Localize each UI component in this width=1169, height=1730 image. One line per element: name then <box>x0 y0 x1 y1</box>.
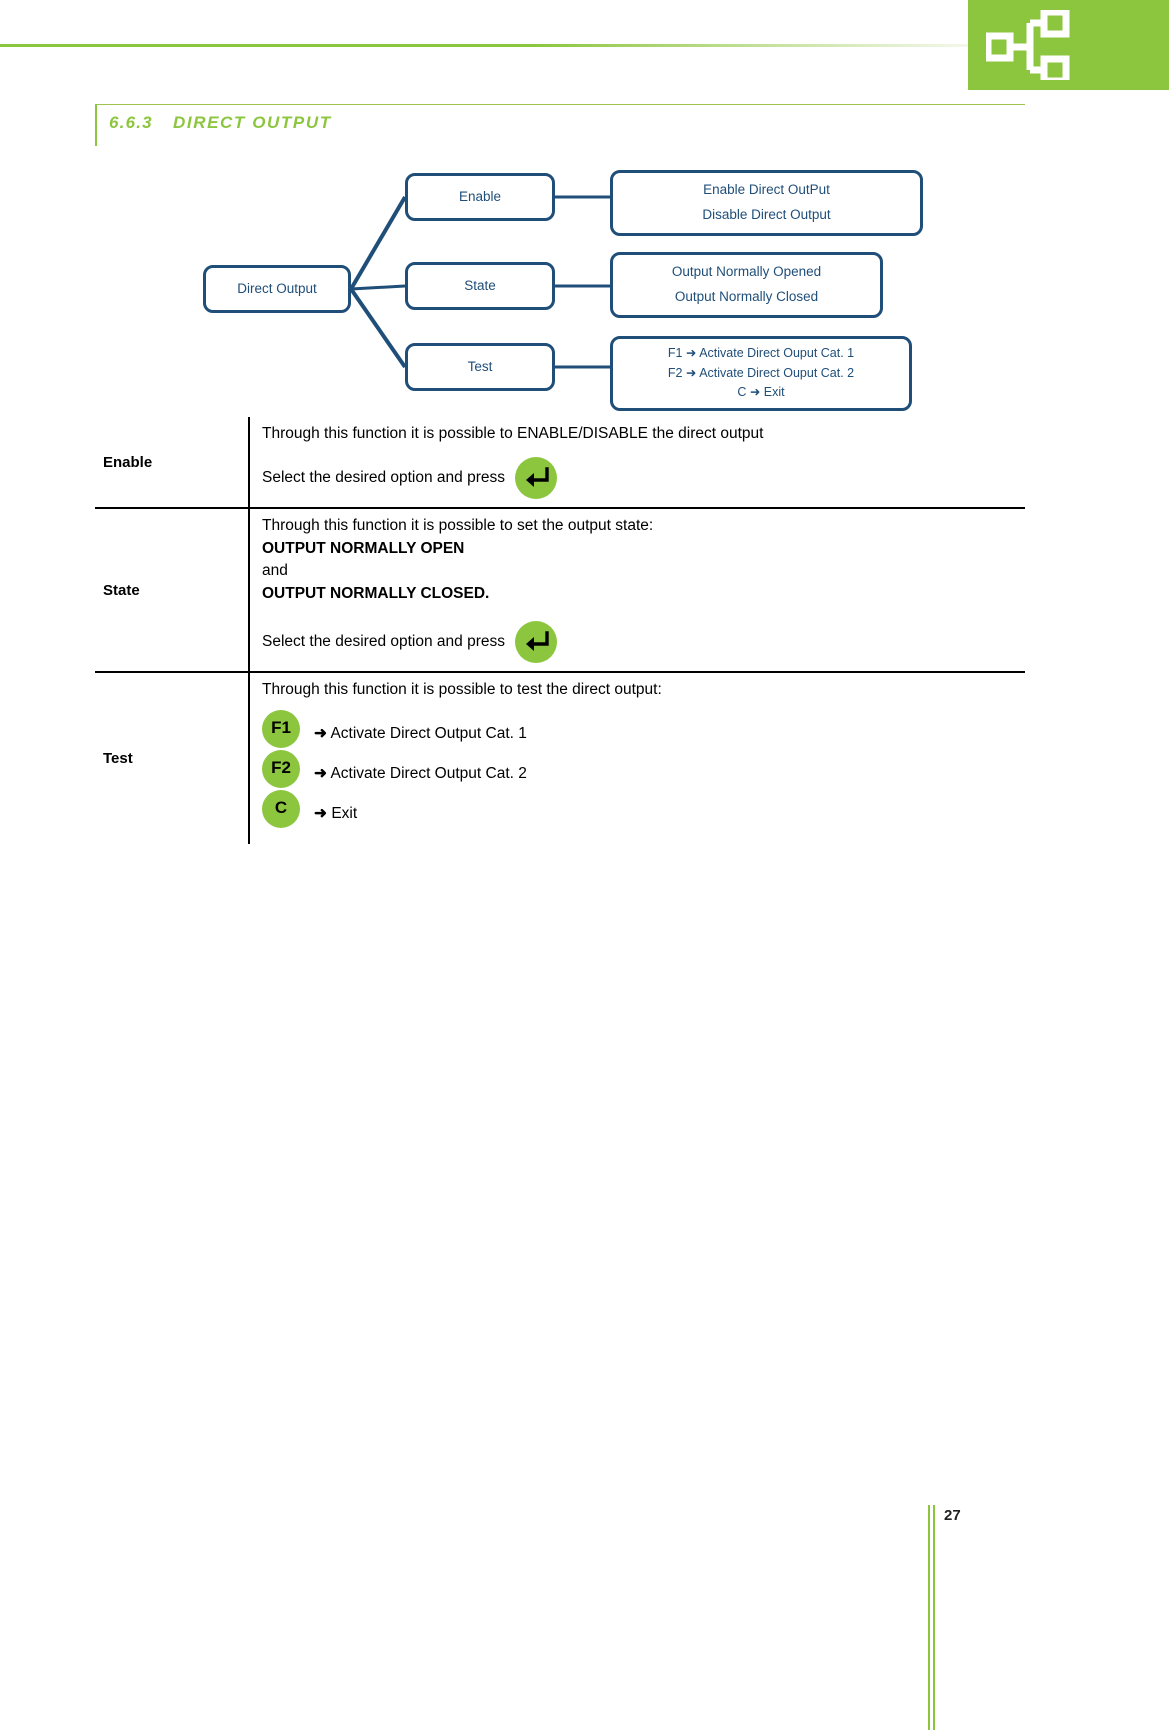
row-body-test: Through this function it is possible to … <box>248 673 1025 844</box>
c-action: ➜ Exit <box>314 803 357 827</box>
diagram-node-state-label: State <box>464 277 496 293</box>
heading-divider <box>95 104 1025 105</box>
test-key-row: F2 ➜ Activate Direct Output Cat. 2 <box>262 749 1025 788</box>
diagram-node-enable: Enable <box>405 173 555 221</box>
press-instruction: Select the desired option and press <box>262 457 1025 500</box>
c-key-icon: C <box>262 789 300 828</box>
state-option-open: OUTPUT NORMALLY OPEN <box>262 539 465 557</box>
f1-action-text: Activate Direct Output Cat. 1 <box>330 725 527 743</box>
enter-key-icon <box>515 457 557 500</box>
diagram-node-root: Direct Output <box>203 265 351 313</box>
test-key-row: C ➜ Exit <box>262 789 1025 828</box>
diagram-node-test-label: Test <box>467 358 493 374</box>
diagram-option: F1 ➜ Activate Direct Ouput Cat. 1 <box>667 346 855 361</box>
diagram-option: C ➜ Exit <box>737 385 785 400</box>
brand-logo <box>968 0 1169 90</box>
diagram-option: F2 ➜ Activate Direct Ouput Cat. 2 <box>667 365 855 380</box>
page-number: 27 <box>944 1507 961 1524</box>
section-number: 6.6.3 <box>109 113 153 132</box>
f1-action: ➜ Activate Direct Output Cat. 1 <box>314 723 527 747</box>
enter-key-icon <box>515 621 557 664</box>
function-description-table: Enable Through this function it is possi… <box>95 417 1025 844</box>
row-label-enable: Enable <box>103 453 153 471</box>
f2-action-text: Activate Direct Output Cat. 2 <box>330 765 527 783</box>
arrow-icon: ➜ <box>314 805 327 823</box>
page-title: DIRECT OUTPUT <box>173 113 332 132</box>
section-heading: 6.6.3 DIRECT OUTPUT <box>95 104 1025 146</box>
row-intro-text: Through this function it is possible to … <box>262 681 662 699</box>
diagram-option: Output Normally Opened <box>671 264 822 280</box>
state-conjunction: and <box>262 562 288 580</box>
diagram-options-enable: Enable Direct OutPut Disable Direct Outp… <box>610 170 923 236</box>
row-body-state: Through this function it is possible to … <box>248 509 1025 672</box>
f2-key-icon: F2 <box>262 749 300 788</box>
f2-action: ➜ Activate Direct Output Cat. 2 <box>314 763 527 787</box>
table-row: State Through this function it is possib… <box>95 509 1025 674</box>
diagram-options-state: Output Normally Opened Output Normally C… <box>610 252 883 318</box>
c-action-text: Exit <box>331 805 358 823</box>
arrow-icon: ➜ <box>314 765 327 783</box>
table-row: Test Through this function it is possibl… <box>95 673 1025 844</box>
diagram-options-test: F1 ➜ Activate Direct Ouput Cat. 1 F2 ➜ A… <box>610 336 912 411</box>
press-instruction-text: Select the desired option and press <box>262 469 505 487</box>
row-body-enable: Through this function it is possible to … <box>248 417 1025 508</box>
page-header <box>0 0 1169 100</box>
table-row: Enable Through this function it is possi… <box>95 417 1025 510</box>
row-label-state: State <box>103 581 140 599</box>
diagram-option: Enable Direct OutPut <box>703 182 830 198</box>
diagram-node-state: State <box>405 262 555 310</box>
header-rule <box>0 44 968 47</box>
diagram-option: Disable Direct Output <box>702 207 831 222</box>
footer-accent-bars <box>928 1505 936 1730</box>
arrow-icon: ➜ <box>314 725 327 743</box>
page-footer: 27 <box>0 1505 1169 1730</box>
row-intro-text: Through this function it is possible to … <box>262 425 764 442</box>
test-key-row: F1 ➜ Activate Direct Output Cat. 1 <box>262 709 1025 748</box>
diagram-node-test: Test <box>405 343 555 391</box>
row-label-test: Test <box>103 750 133 768</box>
state-option-closed: OUTPUT NORMALLY CLOSED. <box>262 584 490 602</box>
menu-tree-diagram: Direct Output Enable State Test Enable D… <box>0 160 1169 411</box>
press-instruction: Select the desired option and press <box>262 621 1025 664</box>
heading-accent-bar <box>95 104 97 146</box>
network-hierarchy-icon <box>986 10 1070 80</box>
diagram-node-enable-label: Enable <box>458 188 502 204</box>
diagram-option: Output Normally Closed <box>674 289 819 304</box>
diagram-connectors <box>349 195 610 369</box>
row-intro-text: Through this function it is possible to … <box>262 517 654 535</box>
diagram-node-root-label: Direct Output <box>237 280 317 296</box>
press-instruction-text: Select the desired option and press <box>262 633 505 651</box>
f1-key-icon: F1 <box>262 709 300 748</box>
